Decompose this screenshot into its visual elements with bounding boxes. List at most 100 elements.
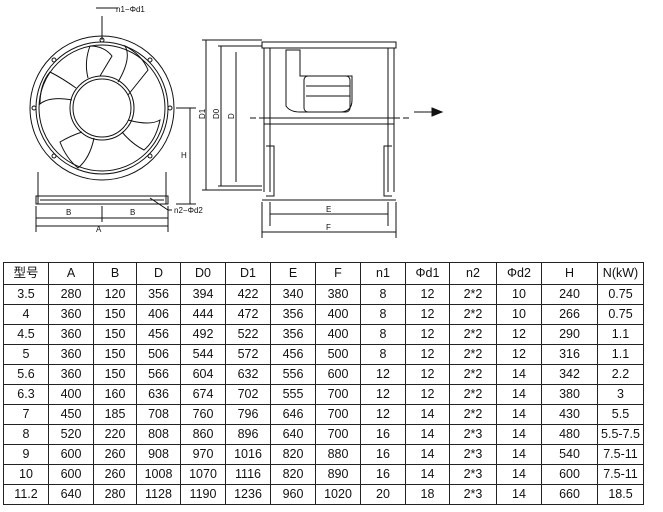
table-cell: 18.5 [597,484,644,505]
table-cell: 5.5 [597,404,644,425]
table-cell: 520 [48,424,94,445]
table-cell: 14 [496,484,542,505]
table-cell: 400 [315,304,361,325]
table-cell: 600 [48,464,94,485]
table-cell: 2*2 [449,384,497,405]
table-cell: 406 [136,304,181,325]
table-cell: 14 [496,404,542,425]
table-cell: 14 [496,424,542,445]
table-cell: 150 [93,324,137,345]
table-cell: 360 [48,304,94,325]
table-cell: 240 [541,284,598,305]
label-b-right: B [130,208,135,217]
table-cell: 12 [360,384,406,405]
table-cell: 12 [405,284,450,305]
label-e: E [326,205,331,214]
table-cell: 500 [315,344,361,365]
table-cell: 960 [270,484,316,505]
table-cell: 760 [180,404,226,425]
table-cell: 556 [270,364,316,385]
header-n2: n2 [449,262,497,285]
table-cell: 820 [270,464,316,485]
table-cell: 16 [360,464,406,485]
header-d0: D0 [180,262,226,285]
table-cell: 1008 [136,464,181,485]
label-h: H [181,151,187,160]
table-cell: 636 [136,384,181,405]
table-cell: 2*2 [449,324,497,345]
table-cell: 1116 [225,464,271,485]
table-cell: 220 [93,424,137,445]
table-cell: 640 [48,484,94,505]
label-d0: D0 [212,108,221,119]
table-cell: 280 [93,484,137,505]
table-cell: 808 [136,424,181,445]
label-b-left: B [66,208,71,217]
table-cell: 18 [405,484,450,505]
table-cell: 1236 [225,484,271,505]
table-cell: 150 [93,344,137,365]
header-n1: n1 [360,262,406,285]
table-cell: 566 [136,364,181,385]
table-cell: 2*2 [449,404,497,425]
table-cell: 572 [225,344,271,365]
table-cell: 12 [405,344,450,365]
table-cell: 380 [541,384,598,405]
table-cell: 2*2 [449,344,497,365]
table-cell: 1.1 [597,344,644,365]
table-cell: 708 [136,404,181,425]
table-cell: 660 [541,484,598,505]
table-cell: 796 [225,404,271,425]
table-cell: 2*3 [449,444,497,465]
table-cell: 8 [360,324,406,345]
table-cell: 544 [180,344,226,365]
table-cell: 1.1 [597,324,644,345]
table-cell: 700 [315,404,361,425]
table-cell: 12 [360,364,406,385]
table-cell: 14 [405,424,450,445]
header-d: D [136,262,181,285]
table-cell: 480 [541,424,598,445]
table-cell: 5 [3,344,49,365]
table-cell: 14 [405,404,450,425]
table-cell: 8 [3,424,49,445]
table-cell: 600 [541,464,598,485]
side-view [202,39,444,238]
header-h: H [541,262,598,285]
header-a: A [48,262,94,285]
table-cell: 400 [315,324,361,345]
label-d: D [227,113,236,119]
table-cell: 316 [541,344,598,365]
front-view [29,7,196,232]
header-phi-d1: Φd1 [405,262,450,285]
table-cell: 430 [541,404,598,425]
table-cell: 14 [405,444,450,465]
table-cell: 400 [48,384,94,405]
label-n2-d2: n2−Φd2 [174,206,203,215]
table-cell: 555 [270,384,316,405]
table-cell: 150 [93,364,137,385]
table-cell: 0.75 [597,284,644,305]
table-cell: 4.5 [3,324,49,345]
table-cell: 1016 [225,444,271,465]
table-cell: 12 [360,404,406,425]
table-cell: 450 [48,404,94,425]
header-f: F [315,262,361,285]
table-cell: 1020 [315,484,361,505]
table-cell: 16 [360,424,406,445]
table-cell: 456 [136,324,181,345]
table-cell: 356 [270,324,316,345]
table-cell: 456 [270,344,316,365]
table-cell: 10 [496,304,542,325]
header-b: B [93,262,137,285]
table-cell: 604 [180,364,226,385]
table-cell: 3.5 [3,284,49,305]
table-cell: 908 [136,444,181,465]
table-cell: 16 [360,444,406,465]
table-cell: 2*2 [449,284,497,305]
